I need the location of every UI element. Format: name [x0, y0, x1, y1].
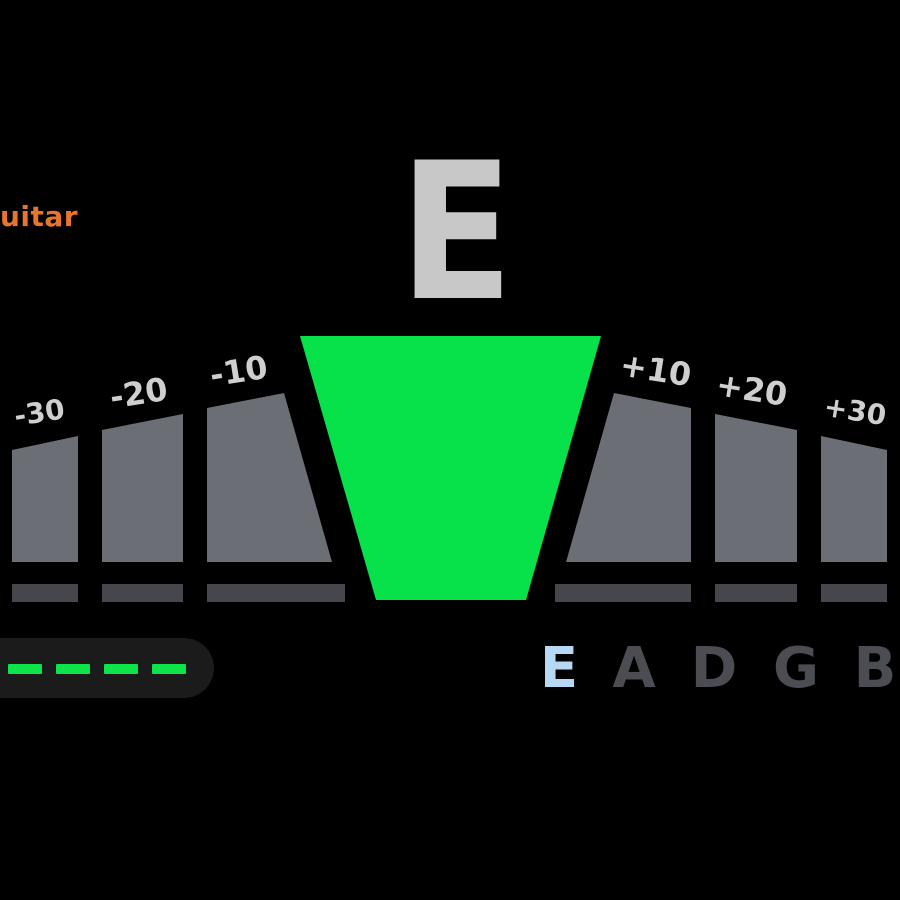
string-selector-g[interactable]: G [773, 636, 819, 701]
tick-label-minus-20: -20 [107, 370, 170, 417]
tick-label-minus-30: -30 [12, 392, 67, 433]
base-bar-minus-30 [12, 584, 78, 602]
string-selector-a[interactable]: A [612, 636, 656, 701]
bar-plus-20 [715, 414, 797, 562]
string-selector-b[interactable]: B [853, 636, 897, 701]
signal-level-segment [152, 664, 186, 674]
in-tune-indicator [300, 336, 601, 600]
tick-label-plus-30: +30 [822, 390, 889, 432]
bar-plus-10 [566, 393, 691, 562]
signal-level-segment [104, 664, 138, 674]
base-bar-plus-10 [555, 584, 691, 602]
base-bar-minus-10 [207, 584, 345, 602]
base-bar-minus-20 [102, 584, 183, 602]
detected-note: E [399, 122, 514, 343]
bar-minus-30 [12, 436, 78, 562]
tick-label-plus-20: +20 [714, 365, 790, 414]
bar-minus-20 [102, 414, 183, 562]
signal-level-segment [56, 664, 90, 674]
base-bar-plus-30 [821, 584, 887, 602]
instrument-name[interactable]: uitar [0, 200, 79, 233]
tick-label-plus-10: +10 [618, 346, 694, 395]
signal-level-segment [8, 664, 42, 674]
bar-plus-30 [821, 436, 887, 562]
string-selector-e[interactable]: E [539, 636, 579, 701]
string-selector-d[interactable]: D [690, 636, 738, 701]
base-bar-plus-20 [715, 584, 797, 602]
tick-label-minus-10: -10 [207, 348, 270, 395]
bar-minus-10 [207, 393, 332, 562]
